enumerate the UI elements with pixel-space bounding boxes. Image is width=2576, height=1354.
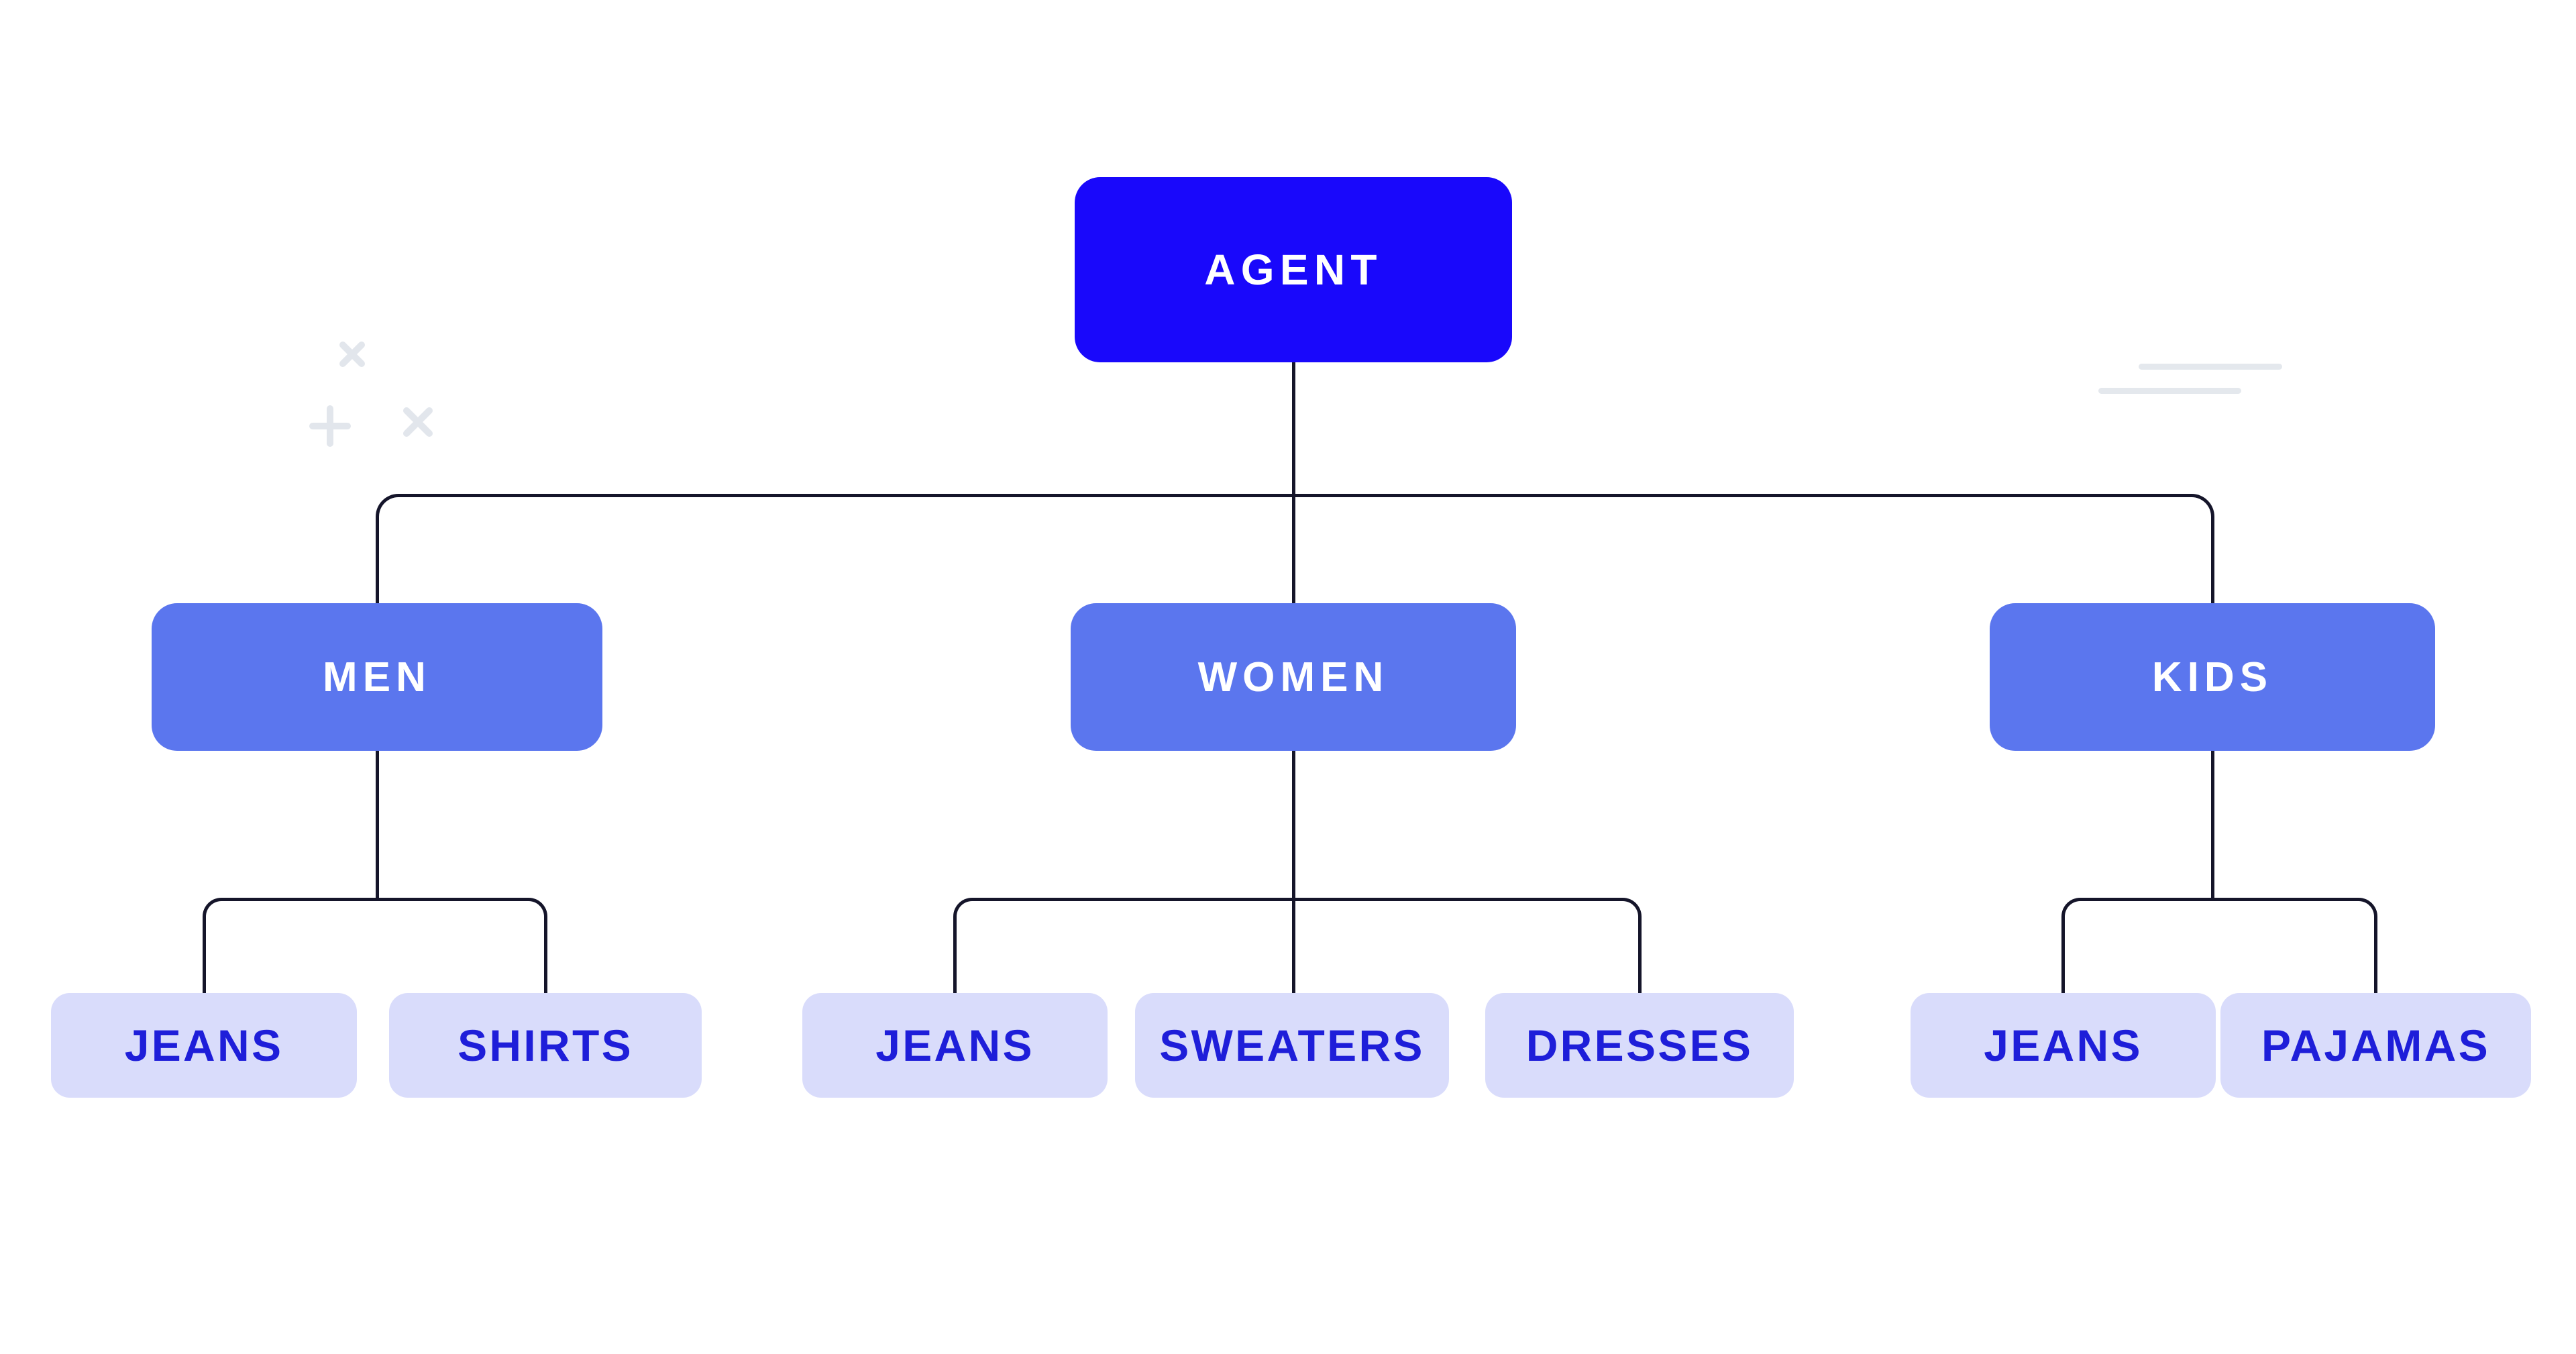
node-agent[interactable]: AGENT — [1075, 177, 1512, 362]
node-women-dresses-label: DRESSES — [1525, 1021, 1754, 1070]
node-women-dresses[interactable]: DRESSES — [1485, 993, 1794, 1098]
connector-men-children-bar — [203, 898, 547, 993]
node-men-label: MEN — [323, 654, 431, 700]
node-women-jeans[interactable]: JEANS — [802, 993, 1108, 1098]
node-kids-pajamas[interactable]: PAJAMAS — [2220, 993, 2531, 1098]
node-men[interactable]: MEN — [152, 603, 602, 751]
decorative-line — [2098, 388, 2241, 394]
connector-kids-children-bar — [2061, 898, 2377, 993]
node-kids-label: KIDS — [2151, 654, 2273, 700]
node-kids[interactable]: KIDS — [1990, 603, 2435, 751]
node-men-shirts[interactable]: SHIRTS — [389, 993, 702, 1098]
node-kids-jeans[interactable]: JEANS — [1911, 993, 2216, 1098]
x-mark-icon — [403, 407, 433, 437]
node-men-jeans[interactable]: JEANS — [51, 993, 357, 1098]
connector-women-to-sweaters — [1292, 751, 1295, 993]
decorative-line — [2139, 364, 2282, 370]
node-kids-jeans-label: JEANS — [1984, 1021, 2143, 1070]
decorative-marks — [309, 342, 433, 447]
node-women-sweaters[interactable]: SWEATERS — [1135, 993, 1449, 1098]
connector-kids-stub — [2211, 751, 2214, 900]
node-women-label: WOMEN — [1197, 654, 1389, 700]
node-men-jeans-label: JEANS — [124, 1021, 284, 1070]
connector-men-stub — [376, 751, 379, 900]
connector-level1-bar — [376, 494, 2214, 603]
connector-women-children-bar — [953, 898, 1642, 993]
connector-agent-to-women — [1292, 362, 1295, 603]
node-women-jeans-label: JEANS — [875, 1021, 1034, 1070]
node-kids-pajamas-label: PAJAMAS — [2261, 1021, 2490, 1070]
node-men-shirts-label: SHIRTS — [458, 1021, 633, 1070]
node-agent-label: AGENT — [1204, 246, 1383, 294]
plus-mark-icon — [309, 405, 351, 447]
node-women-sweaters-label: SWEATERS — [1159, 1021, 1425, 1070]
node-women[interactable]: WOMEN — [1071, 603, 1516, 751]
x-mark-icon — [339, 342, 365, 367]
